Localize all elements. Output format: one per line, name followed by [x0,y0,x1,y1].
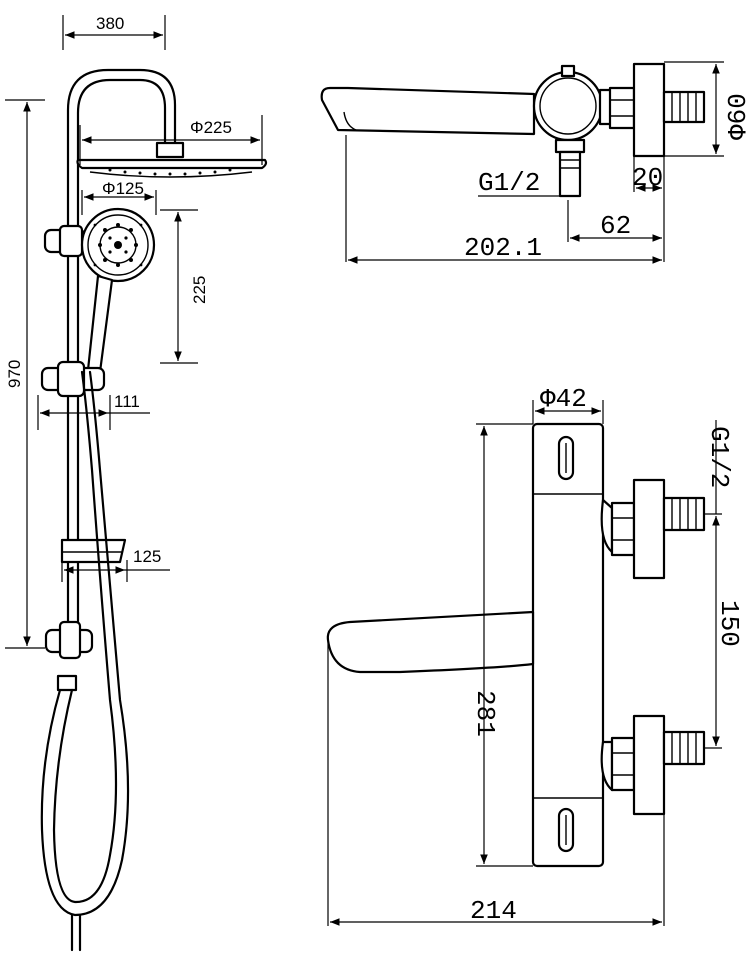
dim-150: 150 [714,600,744,647]
dim-202-1: 202.1 [464,233,542,263]
side-view-dimensions: Φ60 G1/2 20 62 202.1 [345,61,750,264]
dim-225: 225 [190,276,209,304]
dim-380: 380 [96,14,124,33]
front-view-dimensions: Φ42 G1/2 150 281 214 [327,384,744,926]
dim-phi225: Φ225 [190,118,232,137]
dim-phi42: Φ42 [540,384,587,414]
dim-20: 20 [632,163,663,193]
dim-g12-side: G1/2 [478,168,540,198]
dim-111: 111 [114,392,140,411]
dim-62: 62 [600,211,631,241]
dim-214: 214 [470,896,517,926]
mixer-front-view [326,422,706,868]
left-dimensions: 380 Φ225 Φ125 225 970 111 125 [5,14,263,649]
rain-head-nozzles [108,168,232,176]
dim-phi60: Φ60 [723,93,750,140]
dim-phi125: Φ125 [102,179,144,198]
hand-shower [80,207,156,374]
dim-g12-front: G1/2 [704,426,734,488]
shower-column-view [40,68,268,952]
dim-281: 281 [470,690,500,737]
dim-970: 970 [5,360,24,388]
dim-125: 125 [133,547,161,566]
mixer-side-view [320,62,706,198]
